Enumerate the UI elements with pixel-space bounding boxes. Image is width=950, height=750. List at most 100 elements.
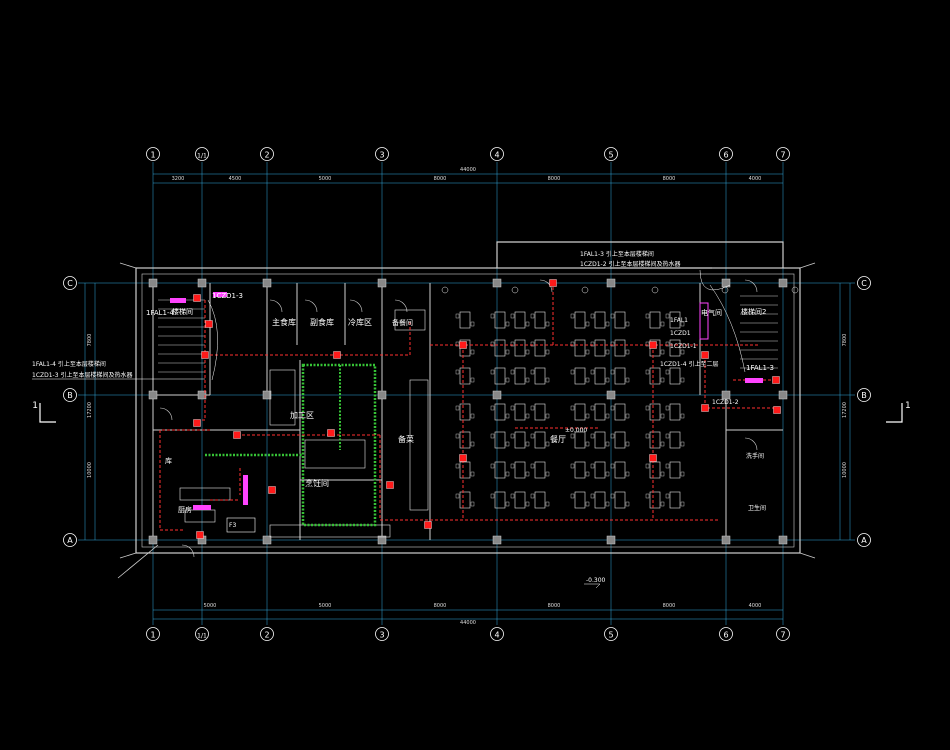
chair-r-6-4 xyxy=(585,501,590,507)
chair-l-3-5 xyxy=(590,405,595,411)
axis-bubble-top-2 xyxy=(260,147,274,161)
label-fal_left: 1FAL1-4 xyxy=(146,309,175,317)
circuit-line-11 xyxy=(159,430,185,531)
chair-r-2-5 xyxy=(605,377,610,383)
chair-l-5-1 xyxy=(490,463,495,469)
chair-l-2-0 xyxy=(455,369,460,375)
chair-l-0-5 xyxy=(590,313,595,319)
dim-bottom-5: 4000 xyxy=(749,603,762,609)
chair-l-2-8 xyxy=(665,369,670,375)
chair-l-3-1 xyxy=(490,405,495,411)
text-layer: 主食库副食库冷库区备餐间加工区烹饪间厨房楼梯间备菜餐厅电气间楼梯间2洗手间卫生间… xyxy=(32,250,774,589)
chair-r-0-2 xyxy=(525,321,530,327)
elevation-bottom: -0.300 xyxy=(586,577,606,584)
hall-fixture-2 xyxy=(581,286,589,294)
outlet-device-8 xyxy=(549,279,557,287)
chair-l-5-3 xyxy=(530,463,535,469)
dining-table-6-0 xyxy=(459,491,471,509)
chair-r-4-7 xyxy=(660,441,665,447)
axis-bubble-bottom-2 xyxy=(260,627,274,641)
chair-r-2-7 xyxy=(660,377,665,383)
chair-r-1-7 xyxy=(660,349,665,355)
chair-r-4-4 xyxy=(585,441,590,447)
axis-label-bottom-2: 2 xyxy=(264,631,269,640)
label-czd_note_top: 1CZD1-2 引上至本层楼梯间及热水器 xyxy=(580,260,680,268)
row-bubble-left-2 xyxy=(63,533,77,547)
leader-arc-left xyxy=(207,299,218,381)
axis-label-top-2: 2 xyxy=(264,151,269,160)
leader-arc-right xyxy=(709,284,746,373)
axis-bubble-bottom-3 xyxy=(375,627,389,641)
dining-table-6-6 xyxy=(614,491,626,509)
chair-r-1-6 xyxy=(625,349,630,355)
dining-table-2-4 xyxy=(574,367,586,385)
section-mark-left xyxy=(39,403,56,423)
axis-bubble-top-3 xyxy=(375,147,389,161)
chair-l-6-4 xyxy=(570,493,575,499)
circuit-line-1 xyxy=(200,355,206,421)
room-label-serving: 备菜 xyxy=(398,434,414,444)
chair-l-6-8 xyxy=(665,493,670,499)
chair-l-1-6 xyxy=(610,341,615,347)
column-7-0 xyxy=(778,278,788,288)
chair-l-3-7 xyxy=(645,405,650,411)
chair-r-3-4 xyxy=(585,413,590,419)
section-mark-right xyxy=(886,403,903,423)
axis-label-top-5: 5 xyxy=(608,151,613,160)
dining-table-0-8 xyxy=(669,311,681,329)
dining-table-5-8 xyxy=(669,461,681,479)
chair-r-5-7 xyxy=(660,471,665,477)
axis-bubble-bottom-0 xyxy=(146,627,160,641)
dim-bottom-3: 8000 xyxy=(548,603,561,609)
room-label-cooking: 烹饪间 xyxy=(305,478,329,488)
column-0-2 xyxy=(148,535,158,545)
outlet-device-17 xyxy=(701,404,709,412)
row-label-right-2: A xyxy=(861,536,867,545)
chair-r-1-2 xyxy=(525,349,530,355)
outlet-device-10 xyxy=(649,454,657,462)
dining-table-2-3 xyxy=(534,367,546,385)
dim-left-1: 17200 xyxy=(87,402,93,418)
corner-mark-bl xyxy=(119,552,137,559)
chair-r-2-6 xyxy=(625,377,630,383)
chair-r-3-2 xyxy=(525,413,530,419)
outlet-device-9 xyxy=(649,341,657,349)
chair-r-3-5 xyxy=(605,413,610,419)
axis-bubble-top-0 xyxy=(146,147,160,161)
section-label-left: 1 xyxy=(32,401,38,411)
dining-table-1-6 xyxy=(614,339,626,357)
dining-table-0-4 xyxy=(574,311,586,329)
axis-label-bottom-4: 4 xyxy=(494,631,499,640)
chair-r-0-0 xyxy=(470,321,475,327)
dining-table-6-5 xyxy=(594,491,606,509)
column-2-2 xyxy=(262,535,272,545)
dim-bottom-1: 5000 xyxy=(319,603,332,609)
door-arc-4 xyxy=(539,279,553,293)
dining-table-4-6 xyxy=(614,431,626,449)
column-4-2 xyxy=(492,535,502,545)
door-arc-8 xyxy=(181,544,195,558)
hall-fixture-5 xyxy=(791,286,799,294)
label-czd_right: 1CZD1-2 xyxy=(712,399,739,406)
door-arc-0 xyxy=(269,299,283,313)
room-label-cold_store: 冷库区 xyxy=(348,317,372,327)
panel-kitchen xyxy=(193,505,211,510)
axis-bubble-top-7 xyxy=(776,147,790,161)
column-3-2 xyxy=(377,535,387,545)
dining-table-2-6 xyxy=(614,367,626,385)
chair-r-3-3 xyxy=(545,413,550,419)
dining-table-6-2 xyxy=(514,491,526,509)
corner-mark-tr xyxy=(799,262,816,269)
column-3-1 xyxy=(377,390,387,400)
dim-top-1: 4500 xyxy=(229,176,242,182)
chair-l-3-2 xyxy=(510,405,515,411)
device-layer xyxy=(170,279,781,539)
label-czd_left_note: 1CZD1-3 引上至本层楼梯间及热水器 xyxy=(32,371,132,379)
dining-table-2-7 xyxy=(649,367,661,385)
chair-l-5-8 xyxy=(665,463,670,469)
chair-l-6-6 xyxy=(610,493,615,499)
chair-r-0-3 xyxy=(545,321,550,327)
door-arc-5 xyxy=(744,279,758,293)
